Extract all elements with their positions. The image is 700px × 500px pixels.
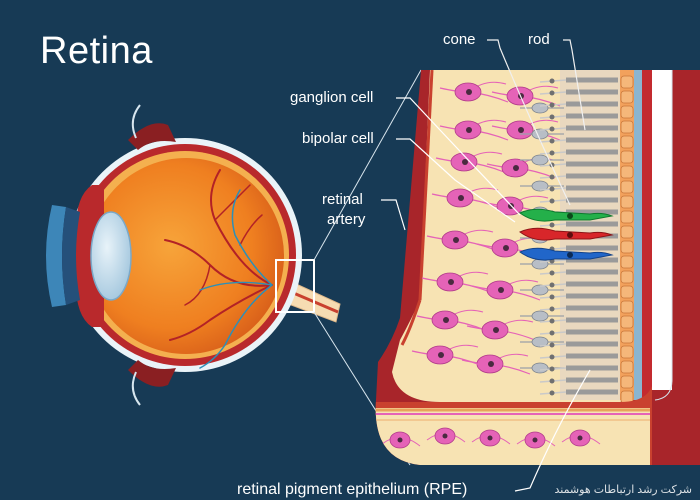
rpe-cell	[620, 330, 634, 344]
bipolar-cell	[531, 362, 549, 374]
leader-lines	[381, 39, 591, 492]
bipolar-cell	[531, 154, 549, 166]
bipolar-cell	[531, 284, 549, 296]
label-retinal-artery-line2: artery	[327, 211, 366, 228]
rpe-cell	[620, 105, 634, 119]
label-retinal-artery-line1: retinal	[322, 191, 363, 208]
eyeball	[46, 69, 422, 466]
bipolar-cell	[531, 128, 549, 140]
cone-cells	[519, 208, 614, 261]
rpe-cell	[620, 360, 634, 374]
rpe-cell	[620, 270, 634, 284]
rpe-cell	[620, 165, 634, 179]
rpe-cell	[620, 180, 634, 194]
label-cone: cone	[443, 31, 476, 48]
rpe-cell	[620, 255, 634, 269]
lower-cell-layer	[381, 427, 601, 449]
rpe-cell	[620, 285, 634, 299]
label-ganglion-cell: ganglion cell	[290, 89, 374, 106]
rpe-cell	[620, 195, 634, 209]
eye-muscle-bottom	[128, 360, 176, 387]
bipolar-cell	[531, 310, 549, 322]
rpe-cell	[620, 150, 634, 164]
cornea	[46, 205, 66, 307]
bipolar-cell	[531, 180, 549, 192]
rpe-cell	[620, 225, 634, 239]
bipolar-cell	[531, 102, 549, 114]
rpe-cell	[620, 375, 634, 389]
rpe-cell	[620, 345, 634, 359]
label-rod: rod	[528, 31, 550, 48]
retinal-vessels	[164, 169, 273, 369]
rpe-cell	[620, 240, 634, 254]
cone-blue	[519, 247, 614, 261]
rpe-cell	[620, 75, 634, 89]
eye-muscle-top	[128, 123, 176, 150]
zoom-region-box	[275, 259, 315, 313]
cone-green	[519, 208, 614, 222]
rpe-cell	[620, 135, 634, 149]
diagram-title: Retina	[40, 30, 153, 72]
bipolar-cell	[531, 336, 549, 348]
rod-layer	[539, 77, 618, 396]
cone-red	[519, 227, 614, 241]
rpe-cell	[620, 315, 634, 329]
rpe-cell	[620, 300, 634, 314]
rpe-cell	[620, 120, 634, 134]
label-rpe: retinal pigment epithelium (RPE)	[237, 481, 468, 498]
rpe-layer	[620, 70, 634, 404]
watermark: شرکت رشد ارتباطات هوشمند	[554, 484, 692, 496]
ganglion-cell-layer	[411, 81, 561, 375]
rpe-cell	[620, 210, 634, 224]
lens	[90, 211, 132, 301]
label-bipolar-cell: bipolar cell	[302, 130, 374, 147]
iris	[62, 207, 80, 305]
rpe-cell	[620, 90, 634, 104]
retina-cross-section	[375, 70, 700, 465]
